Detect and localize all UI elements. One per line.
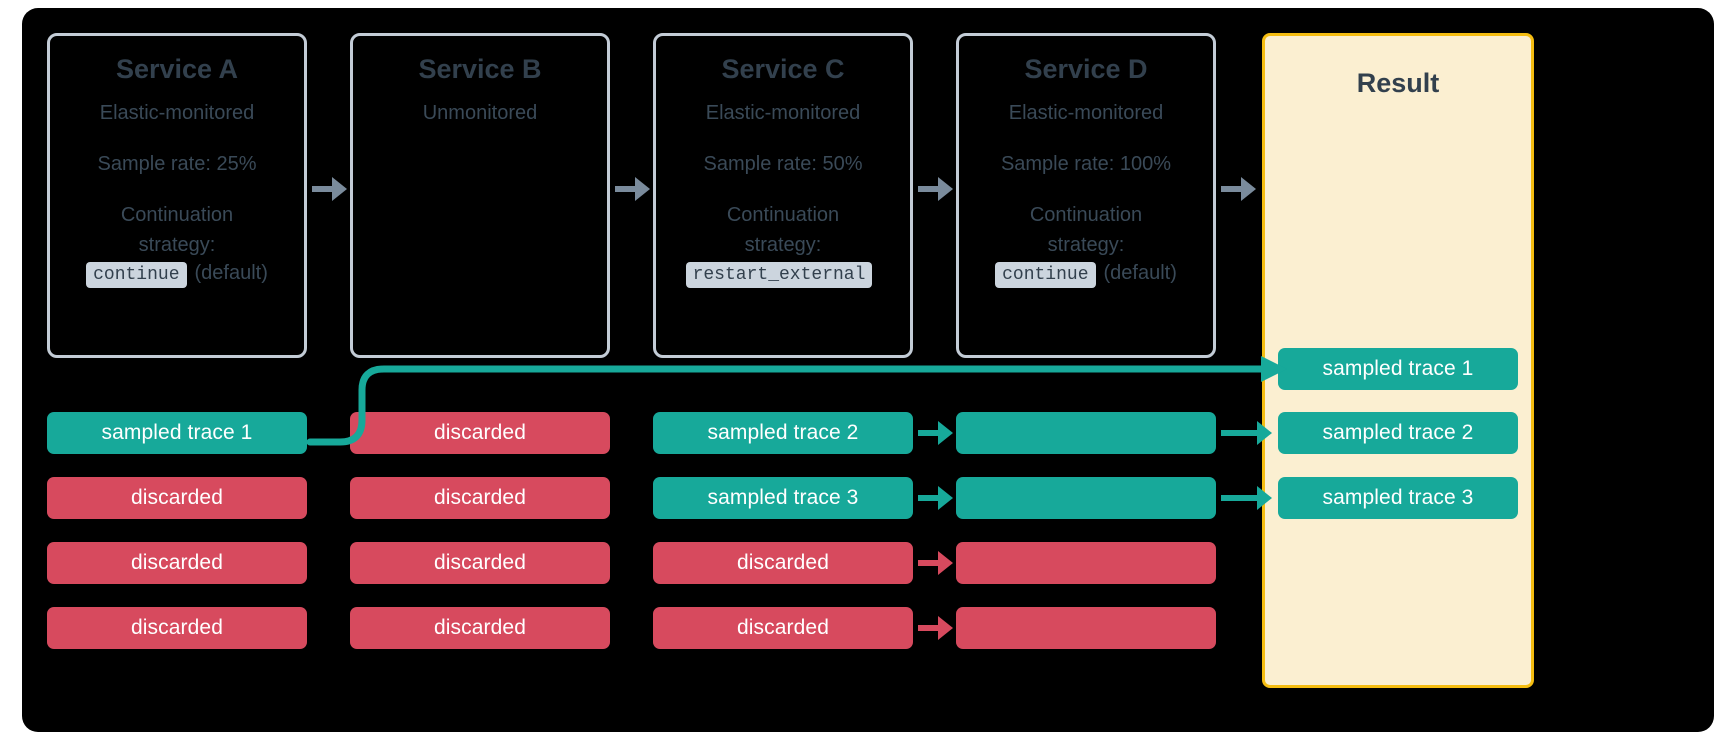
service-box-c: Service C Elastic-monitored Sample rate:… <box>653 33 913 358</box>
row-arrow-d-to-result-2 <box>1221 486 1272 510</box>
trace-pill-b-3-label: discarded <box>434 616 526 639</box>
service-d-monitoring: Elastic-monitored <box>1008 102 1164 125</box>
service-d-strategy-label-2: strategy: <box>1047 233 1125 256</box>
service-d-strategy-suffix: (default) <box>1103 262 1177 285</box>
row-arrow-c-to-d-1 <box>918 486 953 510</box>
service-d-strategy-label-1: Continuation <box>1029 204 1143 227</box>
result-trace-pill-1-label: sampled trace 2 <box>1322 421 1474 444</box>
trace-pill-b-0: discarded <box>350 412 610 454</box>
trace-pill-a-2-label: discarded <box>131 551 223 574</box>
diagram-canvas: Service A Elastic-monitored Sample rate:… <box>22 8 1714 732</box>
trace-pill-c-1-label: sampled trace 3 <box>707 486 859 509</box>
row-arrow-c-to-d-3 <box>918 616 953 640</box>
service-box-a: Service A Elastic-monitored Sample rate:… <box>47 33 307 358</box>
trace-pill-a-2: discarded <box>47 542 307 584</box>
trace-pill-d-2 <box>956 542 1216 584</box>
trace-pill-c-1: sampled trace 3 <box>653 477 913 519</box>
service-a-strategy-row: continue (default) <box>50 262 304 289</box>
trace-pill-c-0: sampled trace 2 <box>653 412 913 454</box>
service-arrow-c-to-d <box>918 177 953 201</box>
trace-pill-b-0-label: discarded <box>434 421 526 444</box>
trace-pill-b-2: discarded <box>350 542 610 584</box>
trace-pill-b-1-label: discarded <box>434 486 526 509</box>
service-a-strategy-code: continue <box>86 262 187 289</box>
service-a-strategy-label-1: Continuation <box>120 204 234 227</box>
service-a-strategy-label-2: strategy: <box>138 233 216 256</box>
trace-pill-b-2-label: discarded <box>434 551 526 574</box>
trace-pill-d-1 <box>956 477 1216 519</box>
service-c-monitoring: Elastic-monitored <box>705 102 861 125</box>
result-title: Result <box>1356 68 1440 98</box>
trace-pill-a-3: discarded <box>47 607 307 649</box>
service-c-strategy-code: restart_external <box>685 262 873 289</box>
service-box-b: Service B Unmonitored <box>350 33 610 358</box>
result-trace-pill-0-label: sampled trace 1 <box>1322 357 1474 380</box>
service-c-strategy-label-2: strategy: <box>744 233 822 256</box>
trace-pill-a-1: discarded <box>47 477 307 519</box>
trace-pill-c-0-label: sampled trace 2 <box>707 421 859 444</box>
service-a-strategy-suffix: (default) <box>194 262 268 285</box>
connector-sampled-trace-1-to-result <box>306 356 1287 446</box>
service-arrow-d-to-result <box>1221 177 1256 201</box>
trace-pill-a-0-label: sampled trace 1 <box>101 421 253 444</box>
service-b-monitoring: Unmonitored <box>422 102 538 125</box>
service-a-monitoring: Elastic-monitored <box>99 102 255 125</box>
result-trace-pill-0: sampled trace 1 <box>1278 348 1518 390</box>
result-trace-pill-2: sampled trace 3 <box>1278 477 1518 519</box>
row-arrow-c-to-d-2 <box>918 551 953 575</box>
result-trace-pill-1: sampled trace 2 <box>1278 412 1518 454</box>
result-trace-pill-2-label: sampled trace 3 <box>1322 486 1474 509</box>
trace-pill-b-1: discarded <box>350 477 610 519</box>
service-b-title: Service B <box>418 54 542 84</box>
trace-pill-a-3-label: discarded <box>131 616 223 639</box>
service-box-d: Service D Elastic-monitored Sample rate:… <box>956 33 1216 358</box>
service-d-strategy-code: continue <box>995 262 1096 289</box>
service-a-title: Service A <box>115 54 239 84</box>
service-c-strategy-label-1: Continuation <box>726 204 840 227</box>
trace-pill-c-2-label: discarded <box>737 551 829 574</box>
trace-pill-c-3: discarded <box>653 607 913 649</box>
service-c-title: Service C <box>721 54 845 84</box>
service-a-sample-rate: Sample rate: 25% <box>97 153 257 176</box>
service-arrow-b-to-c <box>615 177 650 201</box>
trace-pill-a-1-label: discarded <box>131 486 223 509</box>
service-d-title: Service D <box>1024 54 1148 84</box>
trace-pill-d-3 <box>956 607 1216 649</box>
trace-pill-b-3: discarded <box>350 607 610 649</box>
service-d-strategy-row: continue (default) <box>959 262 1213 289</box>
service-arrow-a-to-b <box>312 177 347 201</box>
trace-pill-d-0 <box>956 412 1216 454</box>
trace-pill-c-3-label: discarded <box>737 616 829 639</box>
row-arrow-c-to-d-0 <box>918 421 953 445</box>
trace-pill-c-2: discarded <box>653 542 913 584</box>
service-c-sample-rate: Sample rate: 50% <box>703 153 863 176</box>
service-d-sample-rate: Sample rate: 100% <box>1000 153 1172 176</box>
service-c-strategy-row: restart_external <box>656 262 910 289</box>
trace-pill-a-0: sampled trace 1 <box>47 412 307 454</box>
row-arrow-d-to-result-1 <box>1221 421 1272 445</box>
